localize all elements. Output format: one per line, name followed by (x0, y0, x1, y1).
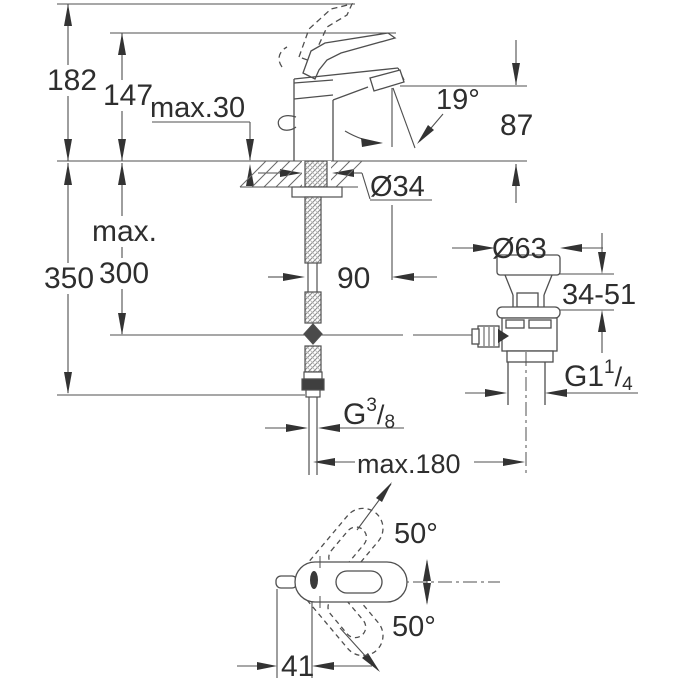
faucet-side-view (277, 3, 405, 161)
dim-label-deck-thickness: max.30 (150, 92, 246, 124)
dim-label-rod-max-value: 300 (97, 257, 152, 290)
dim-label-handle-offset: 41 (281, 650, 315, 680)
dim-label-waste-flange-diameter: Ø63 (492, 233, 547, 265)
handle-top-view (275, 507, 408, 657)
dim-label-swing-up: 50° (394, 518, 438, 550)
supply-thread-sub: 8 (384, 412, 396, 433)
supply-thread-sup: 3 (366, 395, 377, 416)
dim-label-spout-height: 87 (500, 109, 534, 142)
dim-label-spout-top: 147 (101, 79, 156, 112)
supply-thread-slash: / (376, 400, 385, 430)
dim-label-waste-thread: G11/4 (564, 358, 633, 395)
dim-label-spout-reach: 90 (337, 262, 371, 295)
waste-thread-base: G1 (564, 360, 605, 393)
waste-thread-slash: / (614, 362, 623, 392)
dim-label-rod-max-prefix: max. (90, 215, 160, 248)
waste-thread-sub: 4 (622, 374, 633, 395)
dimension-arrowheads (64, 4, 606, 672)
dim-label-hose-length: 350 (42, 262, 97, 295)
dim-label-clamping-range: 34-51 (562, 279, 637, 311)
supply-thread-base: G (343, 398, 367, 431)
supply-hose (291, 160, 343, 475)
dim-label-hole-diameter: Ø34 (370, 171, 425, 203)
dim-label-spray-angle: 19° (436, 84, 480, 116)
dim-label-total-height: 182 (45, 64, 100, 97)
dim-label-supply-thread: G3/8 (343, 396, 395, 433)
dim-label-max-reach: max.180 (357, 449, 461, 479)
dim-label-swing-down: 50° (392, 611, 436, 643)
pop-up-waste-assembly (471, 254, 561, 476)
waste-thread-sup: 1 (604, 357, 615, 378)
